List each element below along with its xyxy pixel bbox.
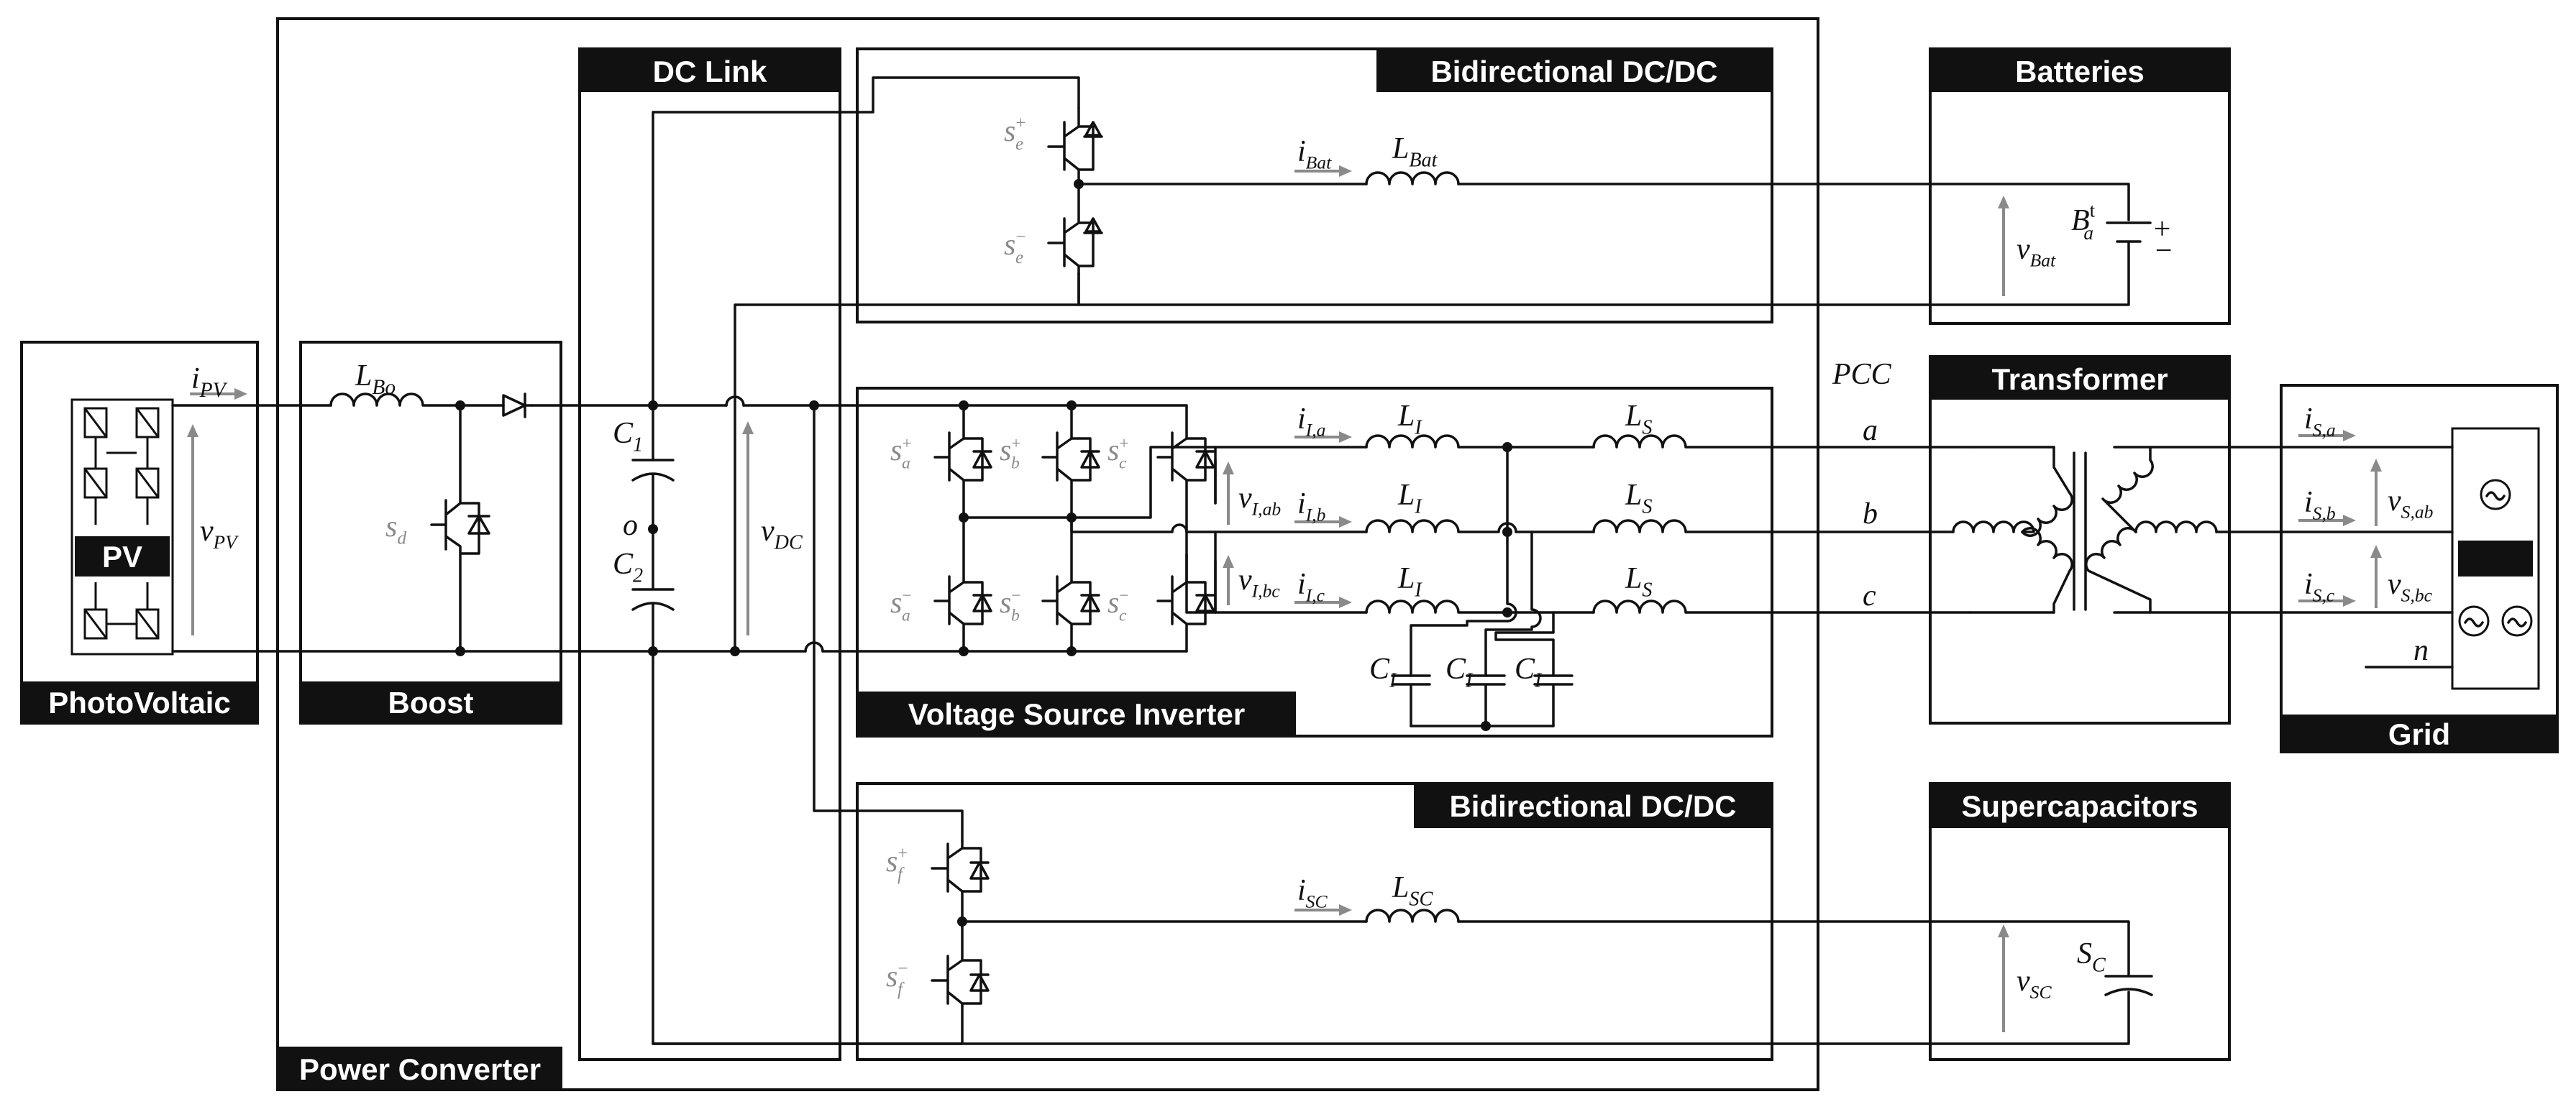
label-s-d: sd xyxy=(385,510,406,548)
label-s-c-plus: s+c xyxy=(1107,434,1129,472)
label-i-sb: iS,b xyxy=(2304,486,2336,523)
bidir-bottom-title: Bidirectional DC/DC xyxy=(1449,789,1736,823)
label-s-b-minus: s−b xyxy=(1000,587,1021,625)
label-c-i-2: CI xyxy=(1445,653,1474,692)
dc-bus-wires xyxy=(171,76,1188,1045)
label-phase-c: c xyxy=(1863,579,1876,612)
label-v-pv: vPV xyxy=(200,515,239,553)
pv-array: PV xyxy=(70,398,174,656)
vsi-bridge xyxy=(933,400,1368,656)
supercapacitors-title: Supercapacitors xyxy=(1961,789,2198,823)
label-i-ia: iI,a xyxy=(1297,403,1325,440)
label-i-bat: iBat xyxy=(1297,135,1332,173)
label-i-sa: iS,a xyxy=(2304,403,2336,440)
label-c-i-1: CI xyxy=(1369,653,1397,692)
label-s-e-plus: s+e xyxy=(1004,114,1026,154)
boost-block xyxy=(299,341,562,725)
label-s-a-minus: s−a xyxy=(890,587,912,625)
label-bat-minus: − xyxy=(2153,234,2173,267)
label-l-i-c: LI xyxy=(1397,562,1422,601)
label-v-sbc: vS,bc xyxy=(2388,568,2433,605)
transformer-symbol xyxy=(1952,446,2454,614)
boost-diode xyxy=(502,392,534,418)
photovoltaic-title: PhotoVoltaic xyxy=(48,686,231,720)
vsi-filter-inductors xyxy=(1365,434,1972,614)
vsi-title: Voltage Source Inverter xyxy=(908,697,1245,731)
pv-cell-grid xyxy=(83,407,160,640)
label-l-i-a: LI xyxy=(1397,400,1422,438)
transformer-block xyxy=(1929,355,2231,725)
label-i-ib: iI,b xyxy=(1297,487,1326,525)
battery-inductor xyxy=(1365,171,1460,185)
block-outlines xyxy=(20,17,2559,1091)
label-v-bat: vBat xyxy=(2017,233,2056,270)
vsi-filter-capacitors xyxy=(1391,442,1574,731)
label-v-sab: vS,ab xyxy=(2388,484,2434,522)
label-c2: C2 xyxy=(613,548,643,587)
label-s-a-plus: s+a xyxy=(890,434,912,472)
boost-title: Boost xyxy=(388,686,474,720)
label-v-iab: vI,ab xyxy=(1238,482,1281,519)
power-converter-title: Power Converter xyxy=(299,1052,541,1086)
boost-switch-sd xyxy=(430,404,480,653)
bidir-top-title: Bidirectional DC/DC xyxy=(1430,55,1717,88)
label-pcc: PCC xyxy=(1832,358,1892,391)
label-s-b-plus: s+b xyxy=(1000,434,1021,472)
label-i-sc: iSC xyxy=(1297,874,1328,911)
pv-panel-label: PV xyxy=(102,540,142,574)
grid-sources xyxy=(2365,427,2540,690)
transformer-title: Transformer xyxy=(1991,362,2168,396)
label-s-f-plus: s+f xyxy=(886,844,908,884)
label-v-ibc: vI,bc xyxy=(1238,564,1280,601)
label-l-bo: LBo xyxy=(355,359,396,399)
grid-title: Grid xyxy=(2388,717,2450,751)
label-l-bat: LBat xyxy=(1392,132,1438,171)
boost-converter xyxy=(329,392,534,656)
batteries-title: Batteries xyxy=(2015,55,2145,88)
dc-link-capacitors xyxy=(631,395,824,656)
bidir-top-block xyxy=(856,47,1773,323)
dc-link-title: DC Link xyxy=(653,55,767,88)
label-s-f-minus: s−f xyxy=(886,959,908,999)
label-i-sc-grid: iS,c xyxy=(2304,568,2335,605)
label-l-s-a: LS xyxy=(1625,400,1652,438)
label-s-e-minus: s−e xyxy=(1004,227,1026,267)
boost-inductor xyxy=(329,392,424,407)
label-sc: SC xyxy=(2077,937,2106,976)
label-i-ic: iI,c xyxy=(1297,568,1325,605)
label-v-dc: vDC xyxy=(761,515,803,554)
label-i-pv: iPV xyxy=(191,362,228,402)
label-l-s-c: LS xyxy=(1625,562,1652,601)
label-c1: C1 xyxy=(613,417,643,456)
label-n: n xyxy=(2413,634,2429,667)
label-s-c-minus: s−c xyxy=(1107,587,1129,625)
label-l-s-b: LS xyxy=(1625,479,1652,518)
bidir-top-switches xyxy=(1047,106,2152,306)
label-c-i-3: CI xyxy=(1515,653,1543,692)
label-v-sc: vSC xyxy=(2017,965,2052,1002)
vsi-block xyxy=(856,387,1773,738)
label-bat-plus: + xyxy=(2152,213,2172,246)
power-converter-block xyxy=(276,17,1819,1091)
measurement-arrows xyxy=(187,165,2382,1032)
label-phase-a: a xyxy=(1863,414,1878,447)
label-l-sc: LSC xyxy=(1392,871,1433,910)
label-l-i-b: LI xyxy=(1397,479,1422,518)
label-phase-b: b xyxy=(1863,497,1878,530)
supercap-inductor xyxy=(1365,909,1460,923)
label-o: o xyxy=(623,509,638,542)
block-headers: PhotoVoltaic Boost Power Converter DC Li… xyxy=(22,49,2557,1090)
bidir-bottom-switches xyxy=(652,840,2153,1045)
